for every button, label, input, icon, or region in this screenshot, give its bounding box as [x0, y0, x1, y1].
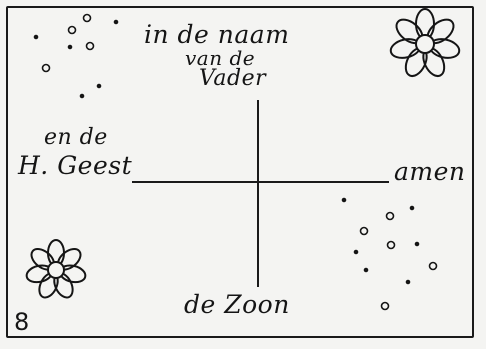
text-vader: Vader: [199, 66, 266, 91]
cross-vertical-line: [257, 100, 259, 287]
text-en-de: en de: [44, 125, 108, 150]
cross-horizontal-line: [132, 181, 389, 183]
page-number: 8: [14, 308, 30, 336]
text-de-zoon: de Zoon: [184, 290, 290, 319]
text-h-geest: H. Geest: [18, 151, 132, 180]
text-amen: amen: [394, 157, 466, 186]
text-in-de-naam: in de naam: [144, 20, 289, 49]
